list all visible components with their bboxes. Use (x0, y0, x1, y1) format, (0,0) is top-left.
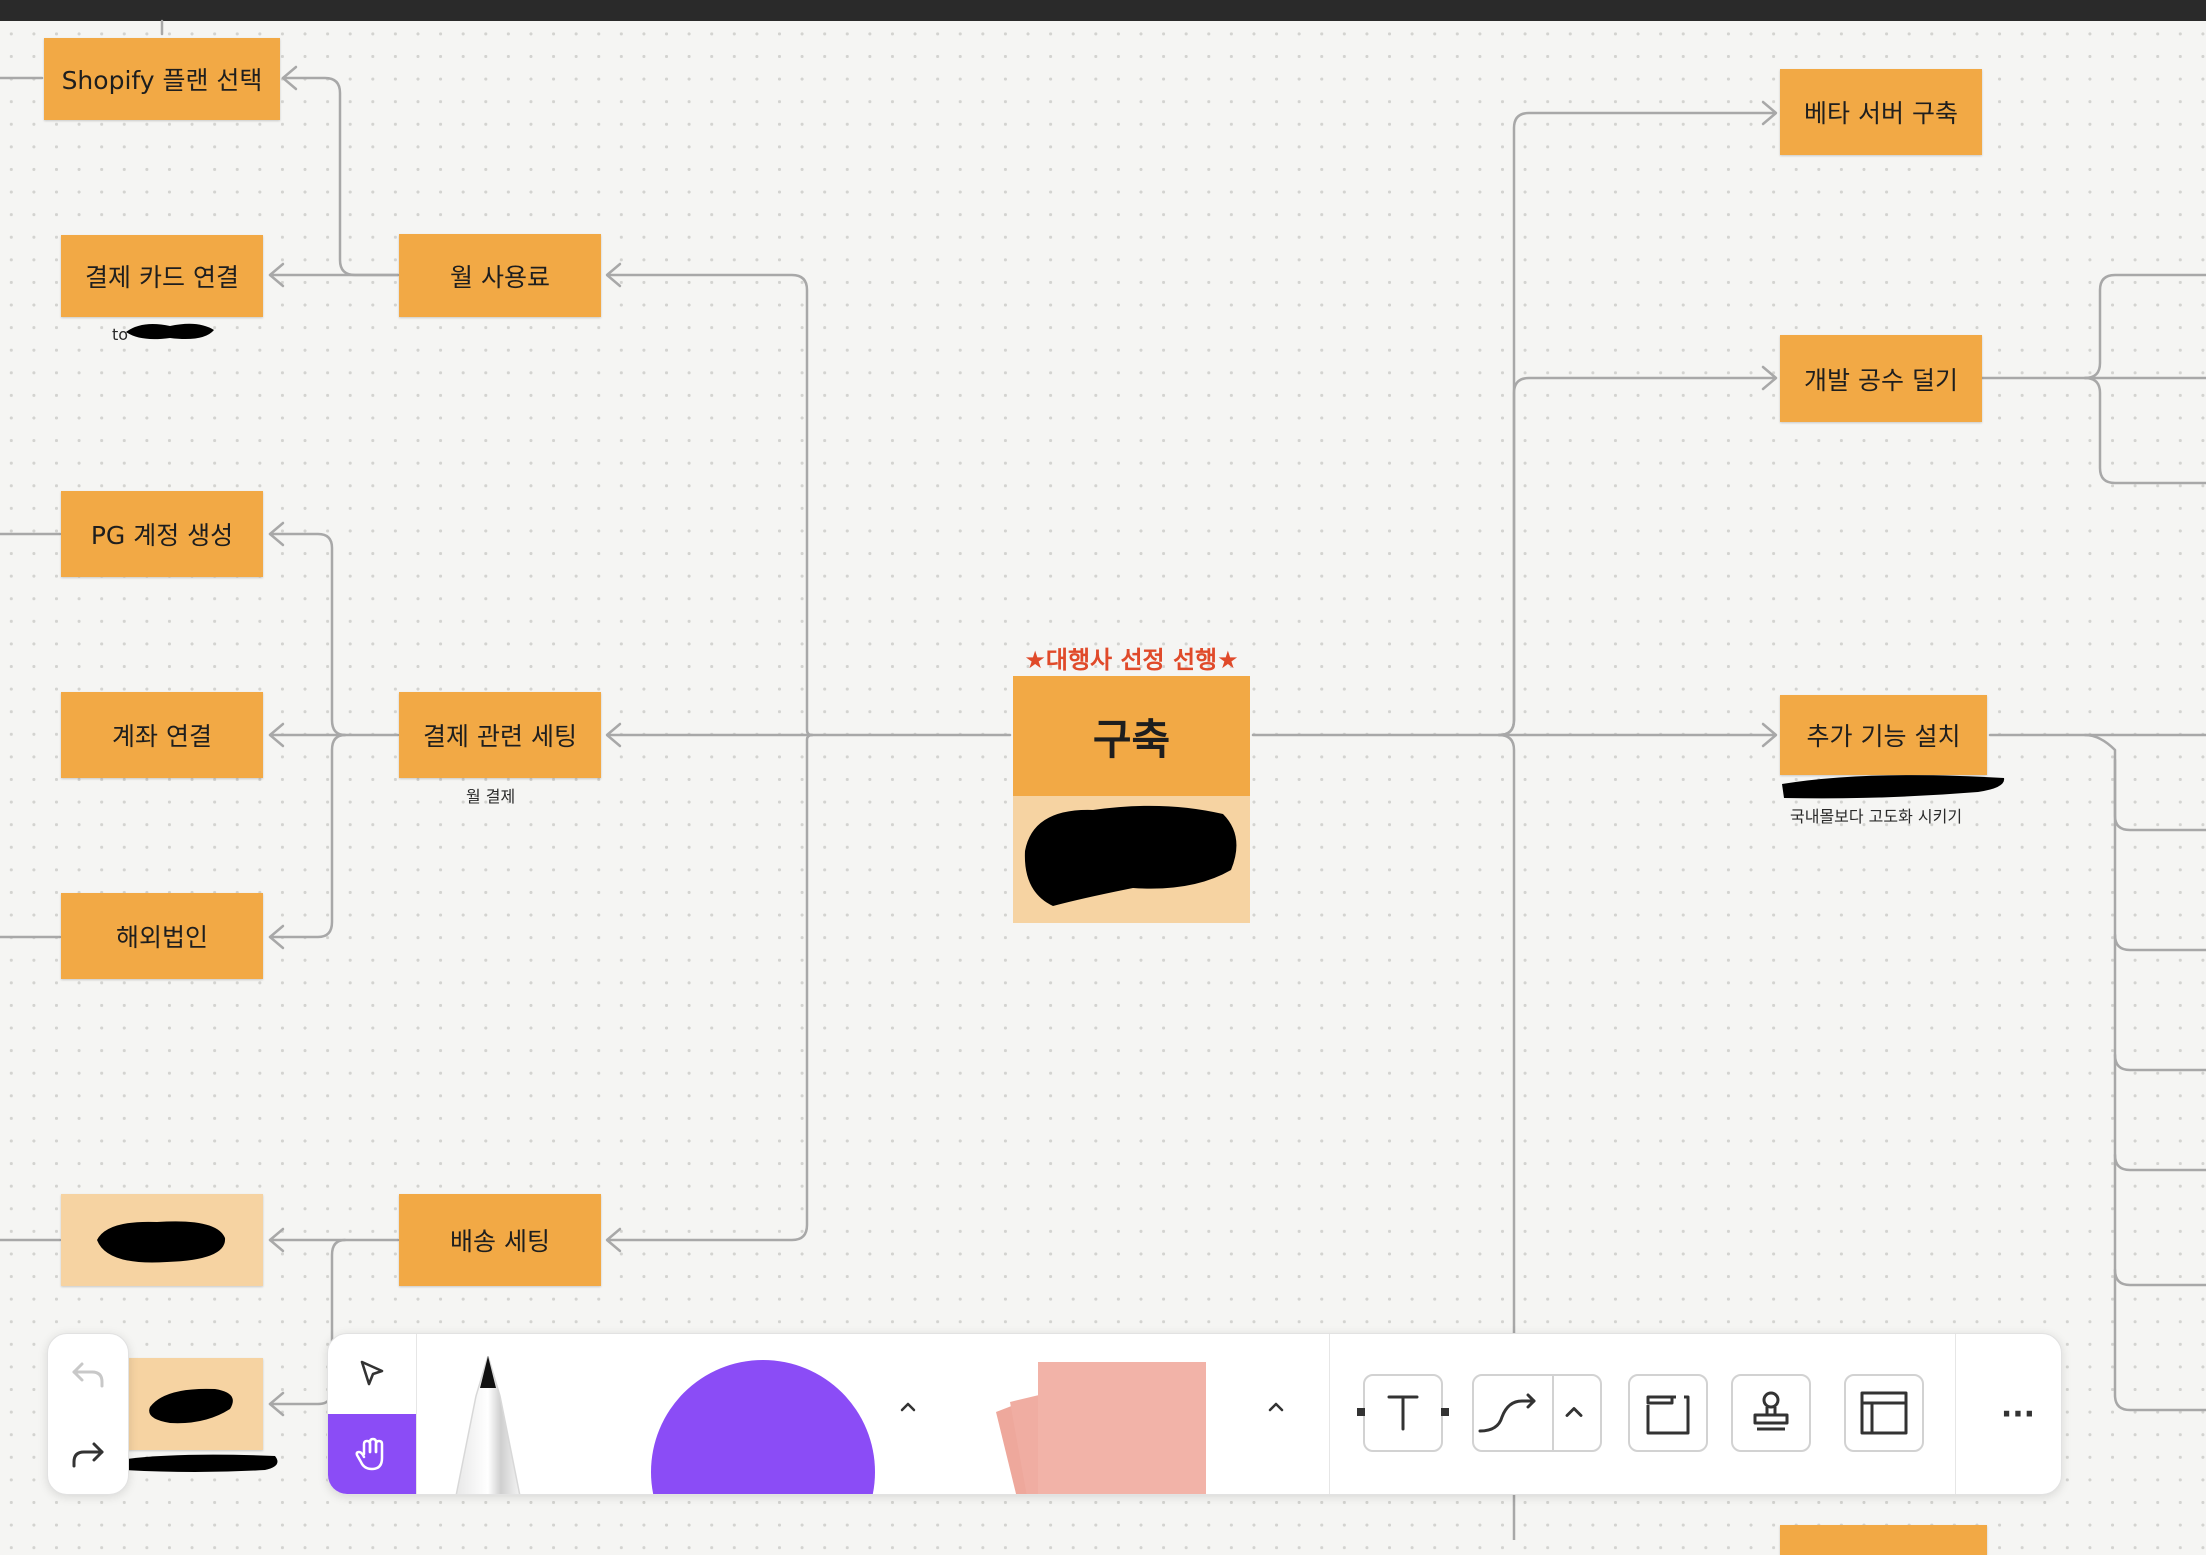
shape-icon[interactable] (1628, 1374, 1708, 1452)
frame-icon[interactable] (1844, 1374, 1924, 1452)
redo-icon[interactable] (48, 1414, 128, 1494)
divider (1955, 1334, 1956, 1494)
pen-icon[interactable] (438, 1356, 538, 1494)
connector-icon[interactable] (1472, 1374, 1602, 1452)
center-node-title[interactable]: 구축 (1013, 676, 1250, 796)
node-redacted-2[interactable] (127, 1358, 263, 1450)
node-beta-server[interactable]: 베타 서버 구축 (1780, 69, 1982, 155)
select-icon[interactable] (328, 1334, 416, 1414)
divider (416, 1334, 417, 1494)
color-circle[interactable] (638, 1334, 888, 1494)
chevron-up-icon[interactable] (890, 1389, 926, 1425)
node-pg-account[interactable]: PG 계정 생성 (61, 491, 263, 577)
center-node-body[interactable] (1013, 796, 1250, 923)
node-bottom-right-partial[interactable] (1780, 1525, 1987, 1555)
undo-icon[interactable] (48, 1334, 128, 1414)
stamp-icon[interactable] (1731, 1374, 1811, 1452)
top-bar (0, 0, 2206, 21)
tool-panel: ··· (327, 1333, 2062, 1495)
more-icon[interactable]: ··· (2000, 1396, 2036, 1432)
node-account-link[interactable]: 계좌 연결 (61, 692, 263, 778)
node-monthly-fee[interactable]: 월 사용료 (399, 234, 601, 317)
center-tag: ★대행사 선정 선행★ (1024, 646, 1239, 674)
handle-dot (1441, 1408, 1449, 1416)
node-shipping-setup[interactable]: 배송 세팅 (399, 1194, 601, 1286)
redaction-scribble (119, 1454, 278, 1472)
redaction-scribble (1024, 805, 1237, 906)
divider (1552, 1376, 1554, 1450)
redaction-scribble (97, 1221, 226, 1263)
note-payment: 월 결제 (466, 787, 516, 806)
node-shopify-plan[interactable]: Shopify 플랜 선택 (44, 38, 280, 120)
chevron-up-icon[interactable] (1560, 1398, 1588, 1426)
redaction-scribble (1782, 775, 2005, 799)
sticky-note[interactable] (968, 1362, 1228, 1494)
note-card-link: to (112, 325, 129, 344)
node-redacted-1[interactable] (61, 1194, 263, 1286)
divider (1329, 1334, 1330, 1494)
node-reduce-dev[interactable]: 개발 공수 덜기 (1780, 335, 1982, 422)
text-icon[interactable] (1363, 1374, 1443, 1452)
node-overseas-corp[interactable]: 해외법인 (61, 893, 263, 979)
redaction-scribble (149, 1388, 233, 1424)
note-extra-features: 국내몰보다 고도화 시키기 (1790, 807, 1963, 826)
history-panel (47, 1333, 129, 1495)
redaction-scribble (126, 323, 214, 340)
chevron-up-icon[interactable] (1258, 1389, 1294, 1425)
handle-dot (1357, 1408, 1365, 1416)
node-payment-setup[interactable]: 결제 관련 세팅 (399, 692, 601, 778)
node-extra-features[interactable]: 추가 기능 설치 (1780, 695, 1987, 775)
hand-icon[interactable] (328, 1414, 416, 1494)
node-card-link[interactable]: 결제 카드 연결 (61, 235, 263, 317)
